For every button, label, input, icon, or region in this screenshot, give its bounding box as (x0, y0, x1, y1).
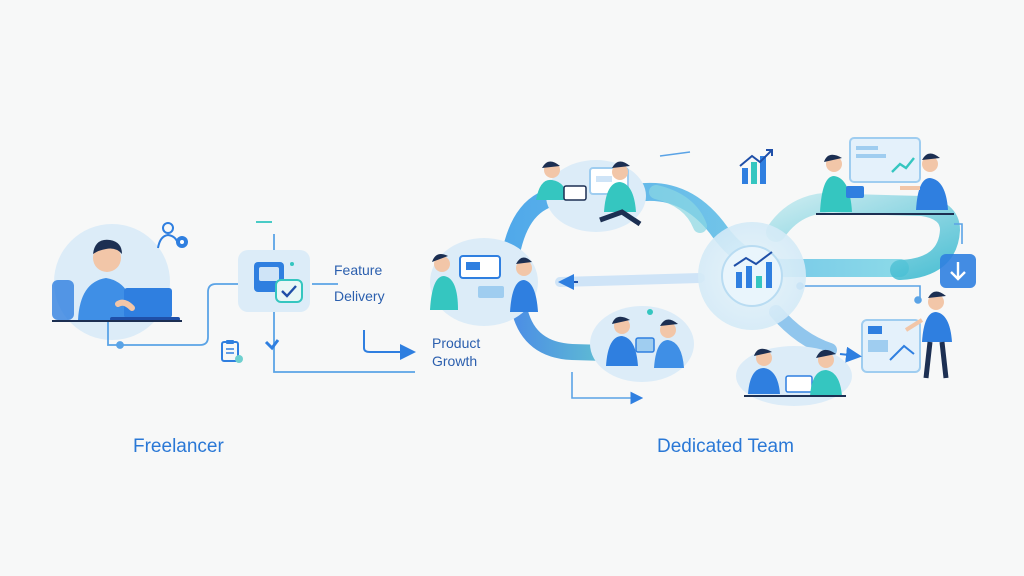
hub-chart-icon (698, 222, 806, 330)
team-connector-lines (571, 151, 963, 405)
team-meeting-icon (536, 160, 646, 232)
freelancer-label: Freelancer (133, 436, 224, 457)
user-settings-icon (157, 222, 188, 249)
team-meeting-icon (736, 346, 852, 406)
clipboard-icon (221, 340, 243, 363)
feature-label: Feature (334, 262, 383, 278)
dedicated-team-label: Dedicated Team (657, 436, 794, 457)
bar-chart-up-icon (739, 149, 773, 184)
freelancer-illustration (52, 224, 182, 340)
team-meeting-icon (590, 306, 694, 382)
team-meeting-icon (861, 291, 952, 379)
team-meeting-icon (816, 137, 954, 215)
download-arrow-icon (940, 254, 976, 288)
growth-label: Growth (432, 353, 478, 369)
team-meeting-icon (430, 238, 538, 326)
delivery-label: Delivery (334, 288, 385, 304)
product-label: Product (432, 335, 481, 351)
checked-document-icon (238, 250, 310, 312)
freelancer-flow-lines (107, 221, 416, 373)
